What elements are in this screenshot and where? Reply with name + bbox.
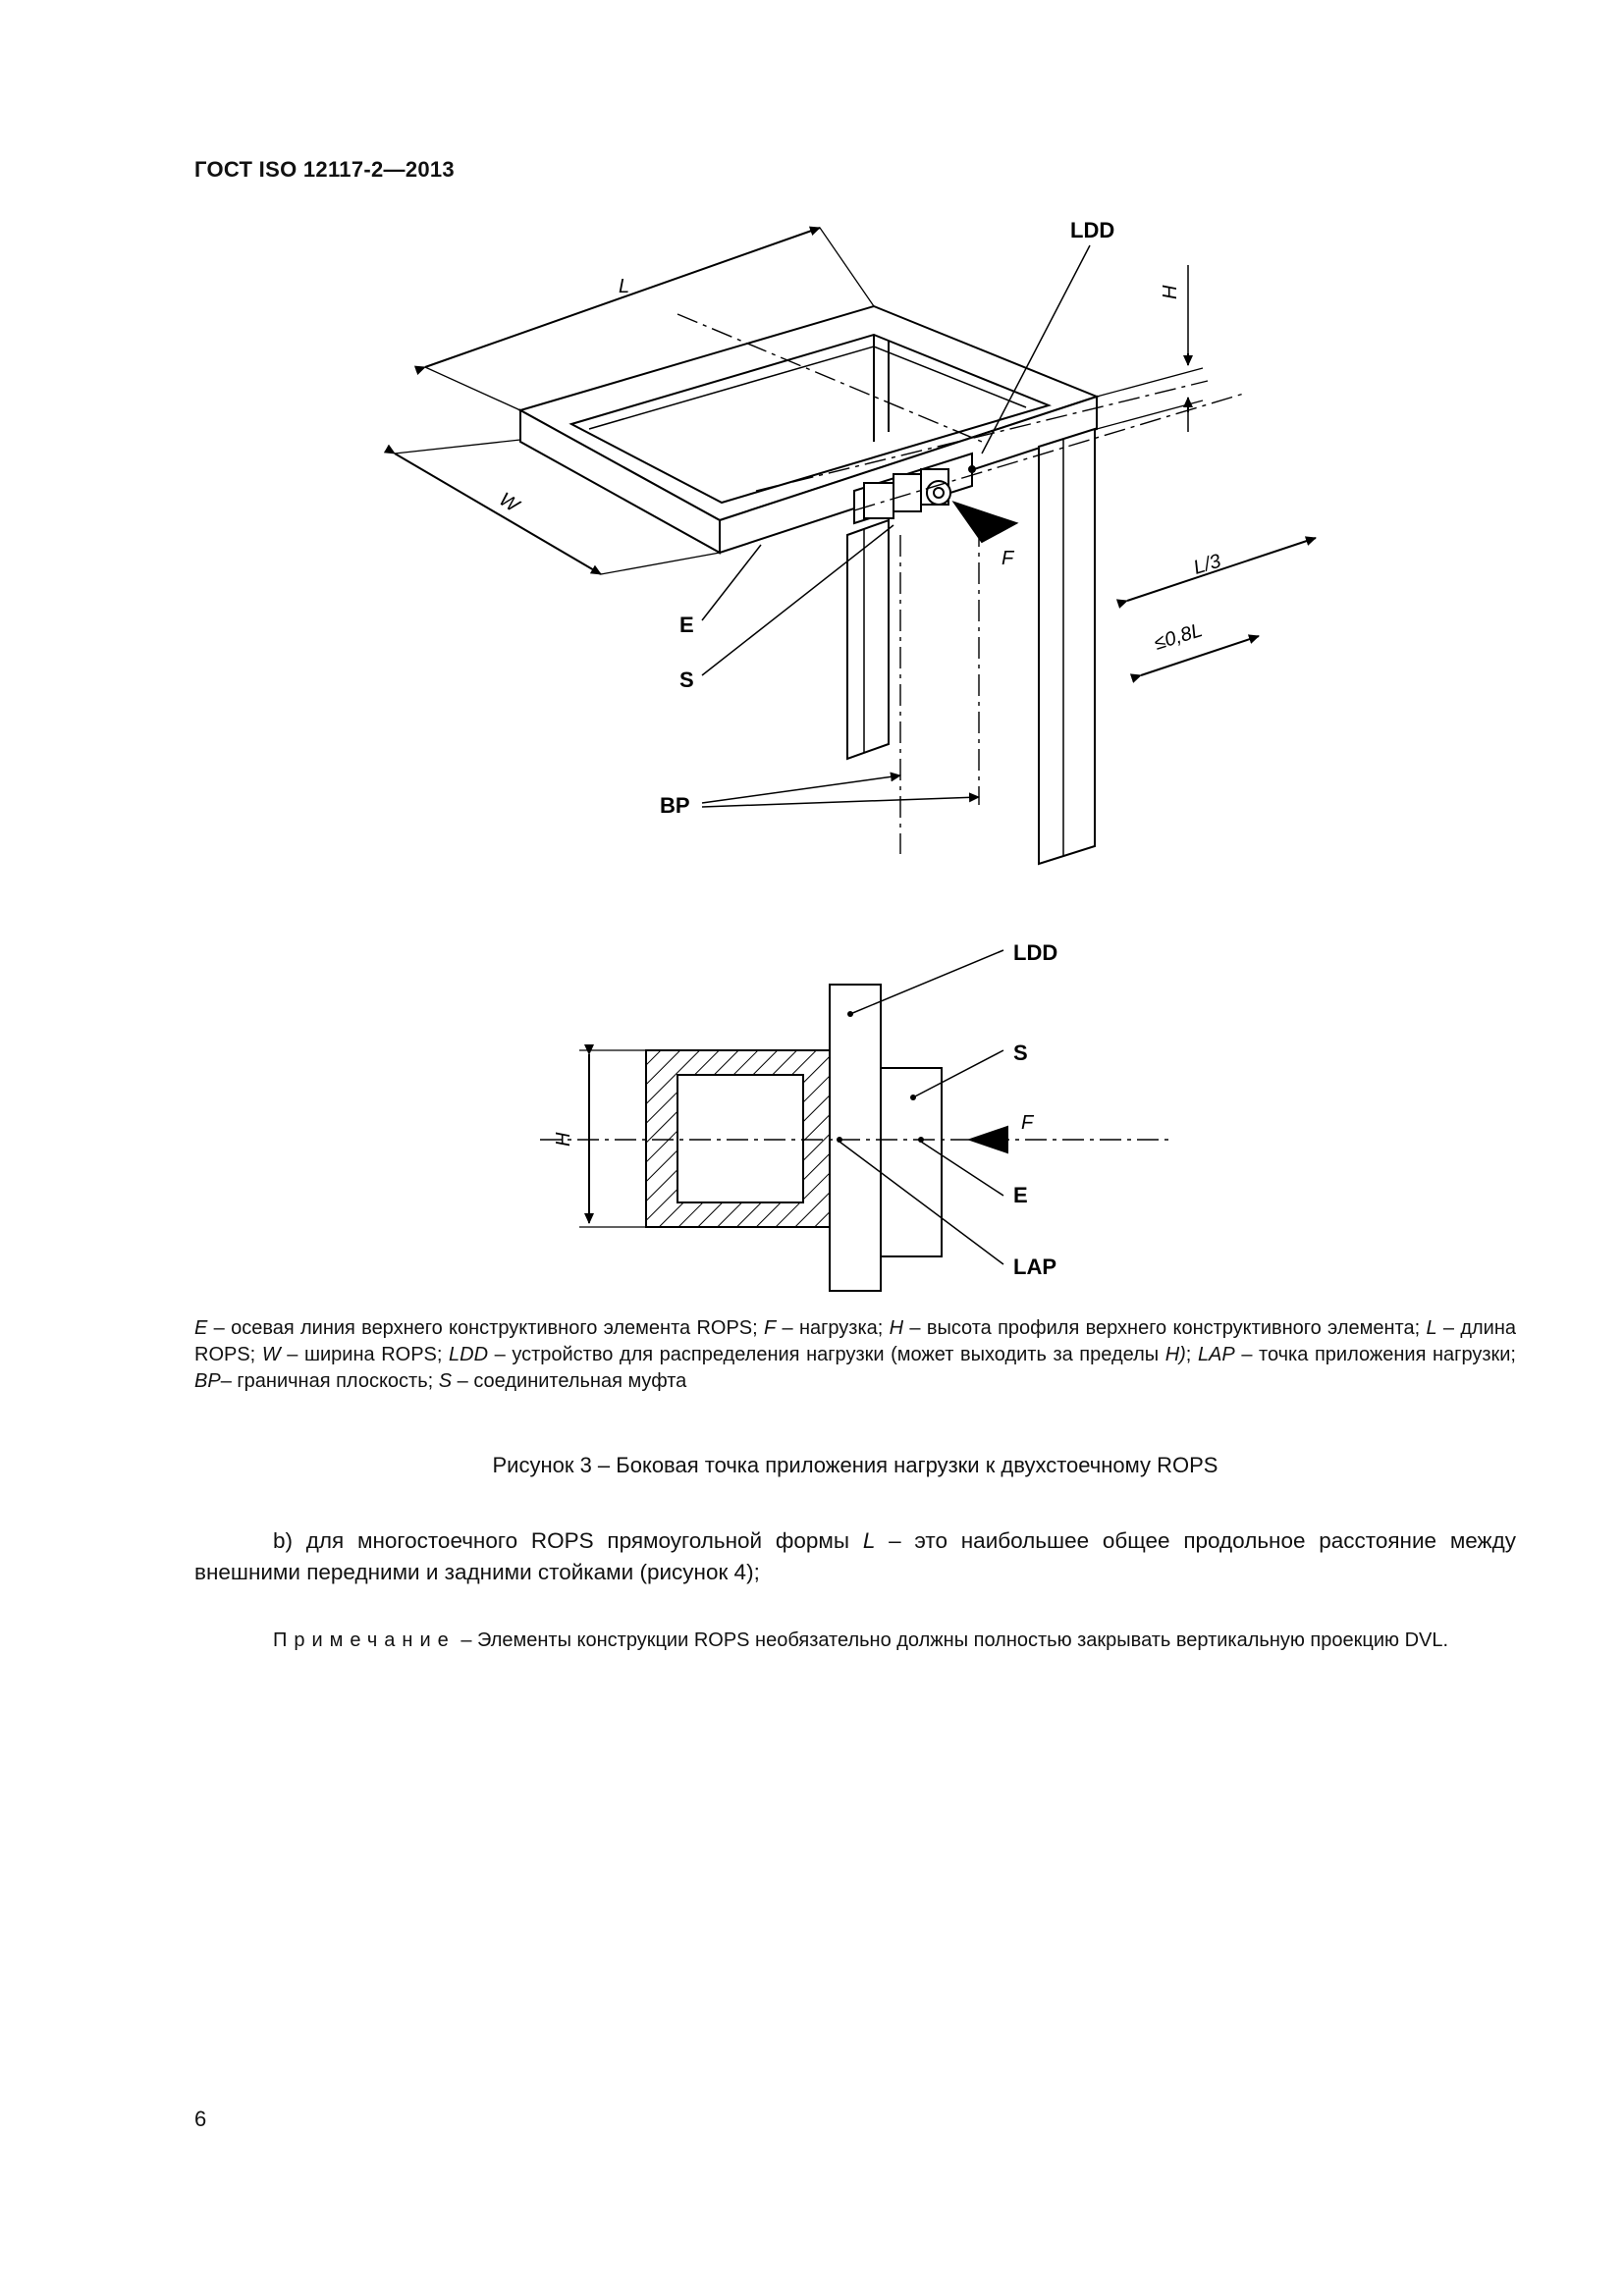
isometric-view: [383, 226, 1317, 866]
paragraph-b: b) для многостоечного ROPS прямоугольной…: [194, 1528, 1516, 1584]
label-08L: ≤0,8L: [1152, 619, 1205, 655]
label-S-top: S: [679, 667, 694, 692]
figure-legend: E – осевая линия верхнего конструктивног…: [194, 1317, 1517, 1392]
post-left: [846, 518, 890, 761]
label-L: L: [619, 276, 629, 297]
label-W: W: [495, 489, 524, 518]
note: Примечание – Элементы конструкции ROPS н…: [194, 1628, 1516, 1654]
label-L3: L/3: [1191, 551, 1223, 579]
label-F-top: F: [1001, 548, 1015, 569]
force-arrow-section: [966, 1125, 1008, 1154]
profile-hollow: [677, 1074, 804, 1203]
note-label: Примечание: [273, 1629, 456, 1651]
figure-3-drawing: L W H LDD F L/3 ≤0,8L E S BP LDD S F E: [383, 218, 1317, 1292]
document-header: ГОСТ ISO 12117-2—2013: [194, 157, 455, 182]
note-text: – Элементы конструкции ROPS необязательн…: [455, 1629, 1449, 1651]
label-BP: BP: [660, 793, 690, 818]
centerlines-top: [677, 313, 1248, 854]
cross-section-view: [540, 949, 1168, 1292]
label-E-top: E: [679, 613, 694, 637]
post-right: [1038, 427, 1096, 866]
label-F-section: F: [1021, 1112, 1035, 1134]
label-LAP: LAP: [1013, 1255, 1056, 1279]
label-H-section: H: [553, 1132, 574, 1147]
figure-caption: Рисунок 3 – Боковая точка приложения наг…: [492, 1453, 1218, 1477]
force-arrow-top: [951, 501, 1019, 544]
label-H-top: H: [1160, 285, 1181, 299]
coupling-s-3d: [893, 473, 922, 512]
page-number: 6: [194, 2107, 207, 2131]
label-LDD-top: LDD: [1070, 218, 1114, 242]
label-S-section: S: [1013, 1041, 1028, 1065]
label-E-section: E: [1013, 1183, 1028, 1207]
label-LDD-section: LDD: [1013, 940, 1057, 965]
